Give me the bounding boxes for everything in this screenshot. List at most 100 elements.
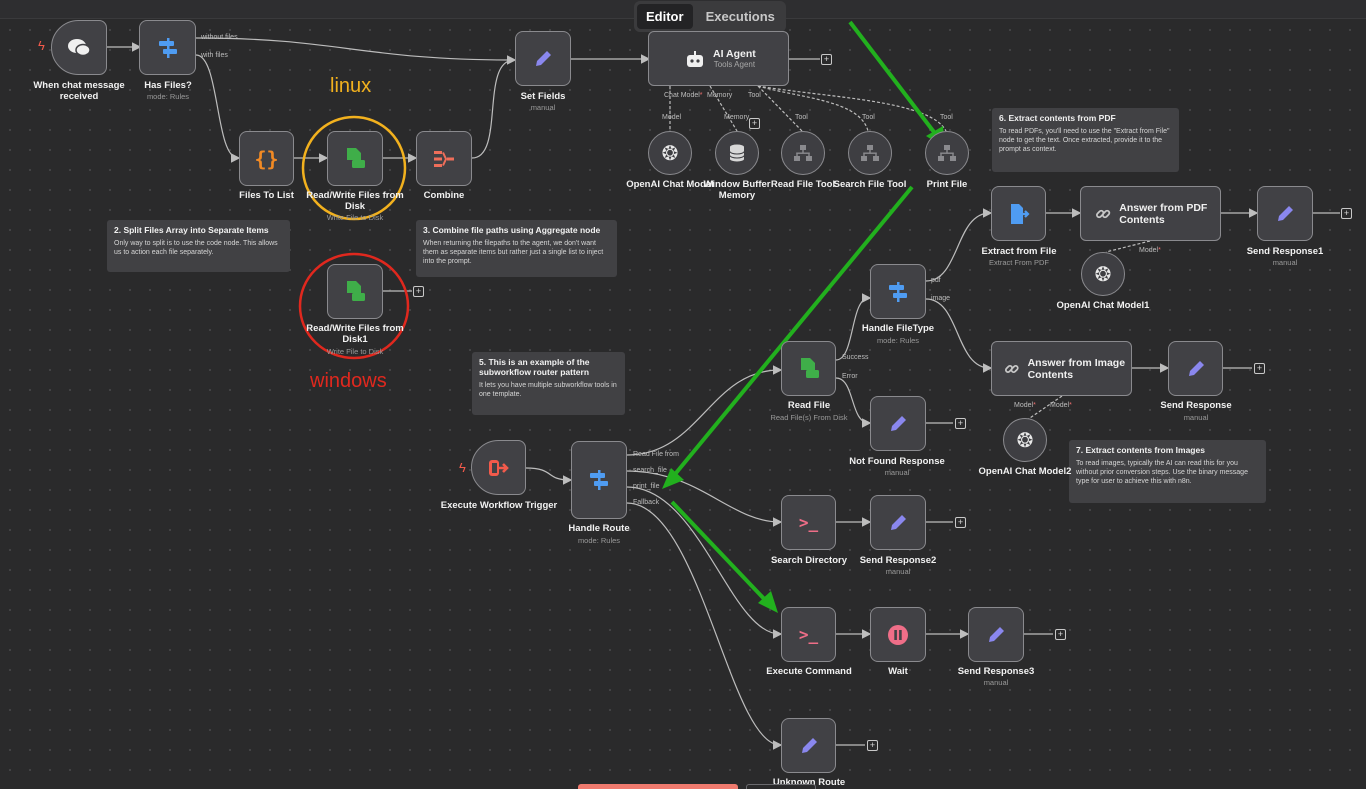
port-read-file-from: Read File from	[633, 451, 679, 458]
signpost-icon	[158, 37, 177, 58]
add-node-plus[interactable]: +	[1055, 629, 1066, 640]
node-set-fields[interactable]	[515, 31, 571, 86]
note-extract-images[interactable]: 7. Extract contents from Images To read …	[1069, 440, 1266, 503]
node-chat-trigger[interactable]	[51, 20, 107, 75]
node-window-buffer-memory[interactable]	[715, 131, 759, 175]
node-combine[interactable]	[416, 131, 472, 186]
link-chain-icon	[1096, 209, 1111, 218]
node-openai-chat-model1[interactable]: ❂	[1081, 252, 1125, 296]
note-body: To read images, typically the AI can rea…	[1076, 460, 1248, 485]
tab-editor[interactable]: Editor	[637, 4, 693, 29]
label-read-file: Read File	[787, 400, 831, 411]
port-pdf: pdf	[931, 277, 941, 284]
node-unknown-route[interactable]	[781, 718, 836, 773]
node-search-directory[interactable]: >_	[781, 495, 836, 550]
signpost-icon	[590, 470, 608, 490]
sub-handle-filetype: mode: Rules	[876, 336, 920, 345]
pencil-icon	[801, 737, 817, 753]
bottom-action-button[interactable]	[578, 784, 738, 789]
port-tool-sub: Tool	[940, 114, 953, 121]
node-send-response1[interactable]	[1257, 186, 1313, 241]
node-answer-image[interactable]: Answer from Image Contents	[991, 341, 1132, 396]
file-disk-icon	[347, 147, 365, 168]
note-body: It lets you have multiple subworkflow to…	[479, 382, 617, 398]
node-execute-command[interactable]: >_	[781, 607, 836, 662]
note-extract-pdf[interactable]: 6. Extract contents from PDF To read PDF…	[992, 108, 1179, 172]
port-fallback: Fallback	[633, 499, 660, 506]
label-send-response2: Send Response2	[859, 555, 937, 566]
node-answer-pdf[interactable]: Answer from PDF Contents	[1080, 186, 1221, 241]
node-ai-agent[interactable]: AI Agent Tools Agent	[648, 31, 789, 86]
answer-image-title: Answer from Image Contents	[1027, 356, 1126, 381]
node-files-to-list[interactable]: {}	[239, 131, 294, 186]
openai-icon: ❂	[661, 142, 679, 165]
robot-icon	[687, 50, 703, 67]
annotation-linux: linux	[330, 75, 372, 97]
add-node-plus[interactable]: +	[413, 286, 424, 297]
add-memory-plus[interactable]: +	[749, 118, 760, 129]
node-not-found-response[interactable]	[870, 396, 926, 451]
port-tool-sub: Tool	[862, 114, 875, 121]
note-combine-paths[interactable]: 3. Combine file paths using Aggregate no…	[416, 220, 617, 277]
note-body: When returning the filepaths to the agen…	[423, 240, 604, 265]
sub-read-write-disk: Write File to Disk	[326, 213, 384, 222]
sub-send-response3: manual	[983, 678, 1009, 687]
node-openai-chat-model[interactable]: ❂	[648, 131, 692, 175]
pencil-icon	[1188, 360, 1204, 376]
label-files-to-list: Files To List	[239, 190, 294, 201]
port-search-file: search_file	[633, 467, 667, 474]
add-node-plus[interactable]: +	[955, 517, 966, 528]
pencil-icon	[989, 626, 1004, 642]
node-extract-from-file[interactable]	[991, 186, 1046, 241]
port-print-file: print_file	[633, 483, 660, 490]
sub-set-fields: manual	[530, 103, 556, 112]
node-print-file[interactable]	[925, 131, 969, 175]
add-node-plus[interactable]: +	[821, 54, 832, 65]
port-model: Model	[662, 114, 682, 121]
add-node-plus[interactable]: +	[867, 740, 878, 751]
label-read-write-disk1: Read/Write Files from Disk1	[306, 323, 404, 345]
label-combine: Combine	[423, 190, 465, 201]
file-disk-icon	[347, 280, 365, 301]
tab-executions[interactable]: Executions	[705, 9, 775, 24]
node-send-response3[interactable]	[968, 607, 1024, 662]
node-read-write-disk[interactable]	[327, 131, 383, 186]
sitemap-icon	[794, 145, 812, 161]
note-title: 6. Extract contents from PDF	[999, 113, 1116, 123]
node-send-response2[interactable]	[870, 495, 926, 550]
pencil-icon	[1278, 205, 1293, 221]
note-title: 7. Extract contents from Images	[1076, 445, 1205, 455]
label-extract-from-file: Extract from File	[981, 246, 1057, 257]
label-window-buffer-memory: Window Buffer Memory	[703, 179, 771, 201]
node-handle-filetype[interactable]	[870, 264, 926, 319]
pencil-icon	[891, 415, 906, 431]
sub-read-file: Read File(s) From Disk	[770, 413, 848, 422]
add-node-plus[interactable]: +	[955, 418, 966, 429]
node-search-file-tool[interactable]	[848, 131, 892, 175]
note-split-files[interactable]: 2. Split Files Array into Separate Items…	[107, 220, 290, 272]
label-openai-chat-model2: OpenAI Chat Model2	[978, 466, 1072, 477]
bottom-secondary-button[interactable]	[746, 784, 816, 789]
node-send-response[interactable]	[1168, 341, 1223, 396]
label-has-files: Has Files?	[144, 80, 192, 91]
openai-icon: ❂	[1016, 429, 1034, 452]
port-success: Success	[842, 354, 869, 361]
node-read-write-disk1[interactable]	[327, 264, 383, 319]
node-read-file[interactable]	[781, 341, 836, 396]
openai-icon: ❂	[1094, 263, 1112, 286]
note-router-pattern[interactable]: 5. This is an example of the subworkflow…	[472, 352, 625, 415]
add-node-plus[interactable]: +	[1341, 208, 1352, 219]
answer-pdf-title: Answer from PDF Contents	[1119, 201, 1208, 226]
ai-agent-sub: Tools Agent	[713, 60, 756, 69]
node-read-file-tool[interactable]	[781, 131, 825, 175]
port-model-left: Model*	[1014, 402, 1036, 409]
node-openai-chat-model2[interactable]: ❂	[1003, 418, 1047, 462]
node-execute-workflow-trigger[interactable]	[471, 440, 526, 495]
node-has-files[interactable]	[139, 20, 196, 75]
sitemap-icon	[938, 145, 956, 161]
node-wait[interactable]	[870, 607, 926, 662]
view-tabs: Editor Executions	[634, 1, 786, 32]
node-handle-route[interactable]	[571, 441, 627, 519]
note-body: Only way to split is to use the code nod…	[114, 240, 278, 256]
add-node-plus[interactable]: +	[1254, 363, 1265, 374]
